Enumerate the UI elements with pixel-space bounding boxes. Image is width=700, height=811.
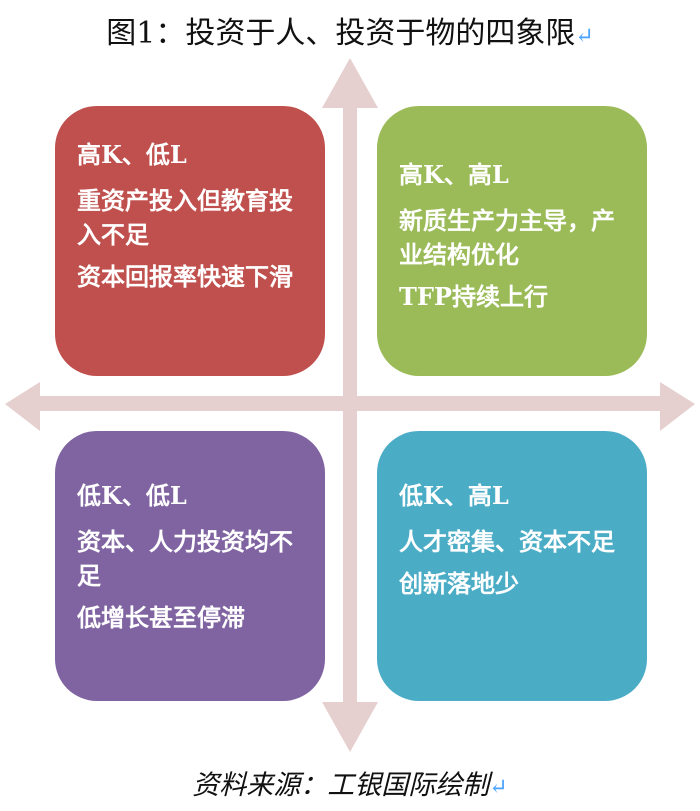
figure-title: 图1：投资于人、投资于物的四象限↵ bbox=[0, 8, 700, 52]
quadrant-line: 低增长甚至停滞 bbox=[77, 603, 245, 632]
quadrant-line: 资本回报率快速下滑 bbox=[77, 262, 293, 291]
quadrant-heading: 高K、高L bbox=[399, 160, 509, 189]
quadrant-bottom-right: 低K、高L 人才密集、资本不足 创新落地少 bbox=[377, 431, 647, 701]
return-mark-icon: ↵ bbox=[489, 775, 508, 800]
quadrant-line: 人才密集、资本不足 bbox=[399, 527, 615, 556]
quadrant-heading: 高K、低L bbox=[77, 140, 187, 169]
quadrant-heading: 低K、高L bbox=[399, 481, 509, 510]
quadrant-bottom-left: 低K、低L 资本、人力投资均不足 低增长甚至停滞 bbox=[55, 431, 325, 701]
quadrant-line: TFP持续上行 bbox=[399, 282, 548, 311]
quadrant-line: 资本、人力投资均不足 bbox=[77, 527, 293, 590]
source-note: 资料来源：工银国际绘制↵ bbox=[0, 763, 700, 802]
quadrant-top-left: 高K、低L 重资产投入但教育投入不足 资本回报率快速下滑 bbox=[55, 106, 325, 376]
quadrant-top-right: 高K、高L 新质生产力主导，产业结构优化 TFP持续上行 bbox=[377, 106, 647, 376]
horizontal-arrow bbox=[5, 382, 695, 431]
quadrant-line: 新质生产力主导，产业结构优化 bbox=[399, 206, 615, 269]
source-text: 资料来源：工银国际绘制 bbox=[192, 770, 490, 801]
quadrant-line: 重资产投入但教育投入不足 bbox=[77, 186, 293, 249]
return-mark-icon: ↵ bbox=[575, 24, 594, 49]
quadrant-line: 创新落地少 bbox=[399, 569, 519, 598]
title-text: 图1：投资于人、投资于物的四象限 bbox=[106, 16, 576, 51]
quadrant-heading: 低K、低L bbox=[77, 481, 187, 510]
